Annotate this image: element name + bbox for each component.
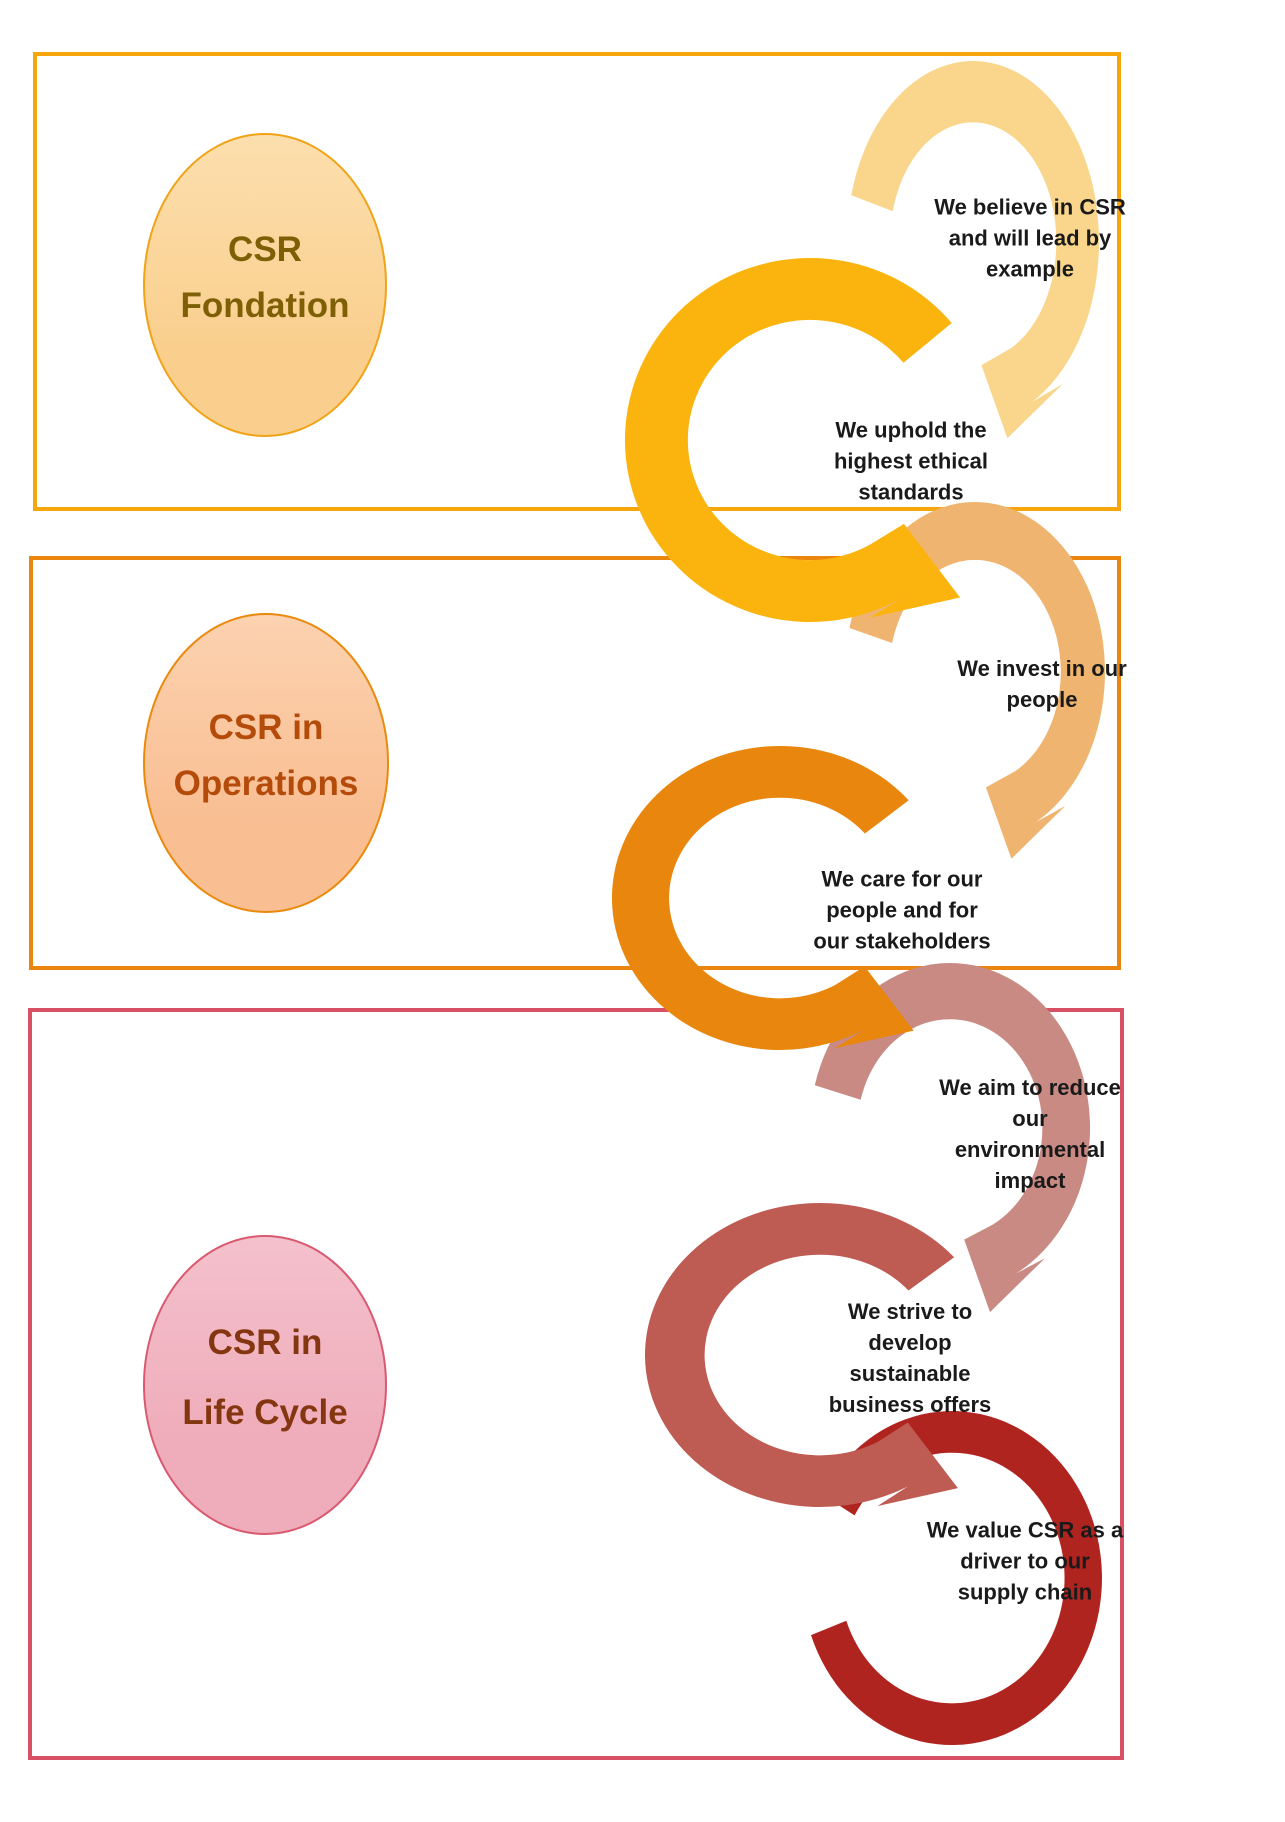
- step-label-3: We invest in our people: [957, 656, 1127, 712]
- step-label-5: We aim to reduce our environmental impac…: [939, 1075, 1121, 1193]
- step-label-1: We believe in CSR and will lead by examp…: [934, 194, 1126, 282]
- circle-foundation-line2: Fondation: [180, 286, 350, 325]
- step-label-4: We care for our people and for our stake…: [813, 866, 991, 954]
- section-box-operations: [29, 556, 1121, 970]
- circle-lifecycle: CSR in Life Cycle: [143, 1235, 387, 1535]
- section-box-foundation: [33, 52, 1121, 511]
- circle-lifecycle-line2: Life Cycle: [182, 1393, 348, 1432]
- circle-foundation: CSR Fondation: [143, 133, 387, 437]
- circle-operations: CSR in Operations: [143, 613, 389, 913]
- step-label-6: We strive to develop sustainable busines…: [828, 1299, 992, 1417]
- circle-foundation-line1: CSR: [228, 230, 302, 269]
- circle-lifecycle-line1: CSR in: [207, 1323, 323, 1362]
- circle-operations-line1: CSR in: [208, 708, 324, 747]
- section-box-lifecycle: [28, 1008, 1124, 1760]
- step-label-2: We uphold the highest ethical standards: [833, 417, 989, 505]
- circle-operations-line2: Operations: [173, 764, 359, 803]
- step-label-7: We value CSR as a driver to our supply c…: [926, 1517, 1124, 1605]
